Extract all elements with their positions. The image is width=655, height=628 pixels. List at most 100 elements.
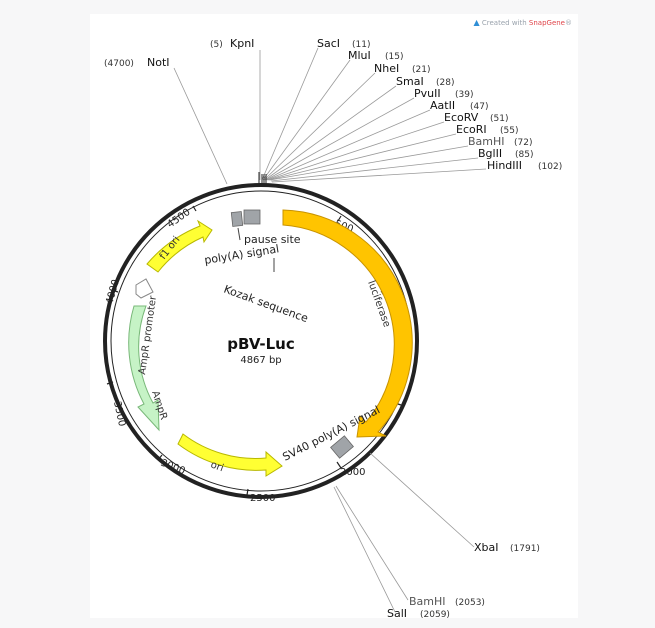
plasmid-name: pBV-Luc [227,335,294,353]
site-name: MluI [348,49,371,62]
site-name: SmaI [396,75,424,88]
site-pos: (2059) [420,610,450,620]
leader-xbai [369,452,475,548]
sv40-polya-box [330,435,354,459]
site-name: EcoRV [444,111,479,124]
site-pos: (39) [455,90,473,100]
f1-ori-feature [146,219,213,273]
pause-site-leader [237,227,241,241]
site-name: NheI [374,62,399,75]
tick-label-3000: 3000 [159,458,187,478]
polya-signal-box [243,209,261,225]
site-hindiii: HindIII (102) [487,159,562,172]
site-name: AatII [430,99,455,112]
leader-nhei [263,72,376,181]
site-aatii: AatII (47) [430,99,488,112]
site-name: EcoRI [456,123,487,136]
ampr-feature [128,305,160,432]
site-xbai: XbaI (1791) [474,541,540,554]
tick-mark-2500 [246,488,249,496]
snapgene-credit: ▲ Created with SnapGene® [474,18,573,27]
site-pos: (72) [514,138,532,148]
site-name: SalI [387,607,407,620]
site-name: BglII [478,147,502,160]
leader-pvuii [265,97,415,181]
site-name: NotI [147,56,170,69]
tick-mark-4000 [111,289,119,293]
leader-ecori [268,133,457,181]
site-bamhi-72: BamHI (72) [468,135,532,148]
backbone-outer-ring [103,183,419,499]
site-name: KpnI [230,37,254,50]
site-pos: (11) [352,40,370,50]
site-pos: (15) [385,52,403,62]
pause-site-label: pause site [244,233,301,246]
site-bamhi-2053: BamHI (2053) [409,595,485,608]
tick-mark-3500 [106,381,114,385]
ori-feature [177,433,283,477]
tick-mark-2000 [336,461,342,469]
leader-noti [173,67,228,185]
site-smai: SmaI (28) [396,75,454,88]
leader-bamhi-2053 [335,485,409,601]
ampr-promoter-feature [135,278,154,299]
plasmid-size: 4867 bp [240,355,281,366]
site-pos: (47) [470,102,488,112]
pause-site-box [230,211,244,227]
credit-suffix: ® [565,19,572,27]
kozak-label: Kozak sequence [222,283,310,326]
leader-aatii [266,109,431,181]
site-kpni: (5) KpnI [210,37,254,50]
site-nhei: NheI (21) [374,62,430,75]
tick-mark-500 [337,215,342,222]
tick-label-2500: 2500 [250,493,275,504]
leader-smai [264,85,397,181]
site-pos: (4700) [104,59,134,69]
site-pvuii: PvuII (39) [414,87,473,100]
credit-prefix: Created with [481,19,527,27]
site-pos: (21) [412,65,430,75]
tick-marks [106,205,402,496]
leader-sali [333,486,396,613]
site-labels: (4700) NotI (5) KpnI SacI (11) MluI (15)… [104,37,562,620]
site-pos: (51) [490,114,508,124]
site-pos: (1791) [510,544,540,554]
site-pos: (28) [436,78,454,88]
site-name: HindIII [487,159,522,172]
site-name: BamHI [468,135,505,148]
site-pos: (102) [538,162,562,172]
site-bglii: BglII (85) [478,147,533,160]
tick-mark-4500 [192,205,197,212]
site-name: SacI [317,37,340,50]
tick-mark-3000 [157,454,163,461]
credit-brand: SnapGene [528,19,565,27]
leader-mlui [262,59,351,181]
site-saci: SacI (11) [317,37,370,50]
site-name: PvuII [414,87,441,100]
site-pos: (85) [515,150,533,160]
site-pos: (55) [500,126,518,136]
site-name: BamHI [409,595,446,608]
map-panel: ▲ Created with SnapGene® [90,14,578,618]
site-leaders [173,47,487,613]
polya-signal-label: poly(A) signal [203,242,280,267]
leader-bamhi-72 [269,145,469,181]
site-ecori: EcoRI (55) [456,123,518,136]
luciferase-feature [282,209,413,438]
site-mlui: MluI (15) [348,49,403,62]
site-marker-ticks [258,172,267,186]
tick-label-3500: 3500 [111,400,127,427]
tick-label-2000: 2000 [340,467,365,478]
site-name: XbaI [474,541,499,554]
leader-bglii [270,157,479,182]
leader-hindiii [271,168,487,183]
ori-label: ori [209,459,225,474]
site-pos: (2053) [455,598,485,608]
site-ecorv: EcoRV (51) [444,111,508,124]
site-sali: SalI (2059) [387,607,450,620]
leader-ecorv [267,121,445,181]
site-noti: (4700) NotI [104,56,170,69]
snapgene-logo-icon: ▲ [473,18,480,27]
site-pos: (5) [210,40,223,50]
